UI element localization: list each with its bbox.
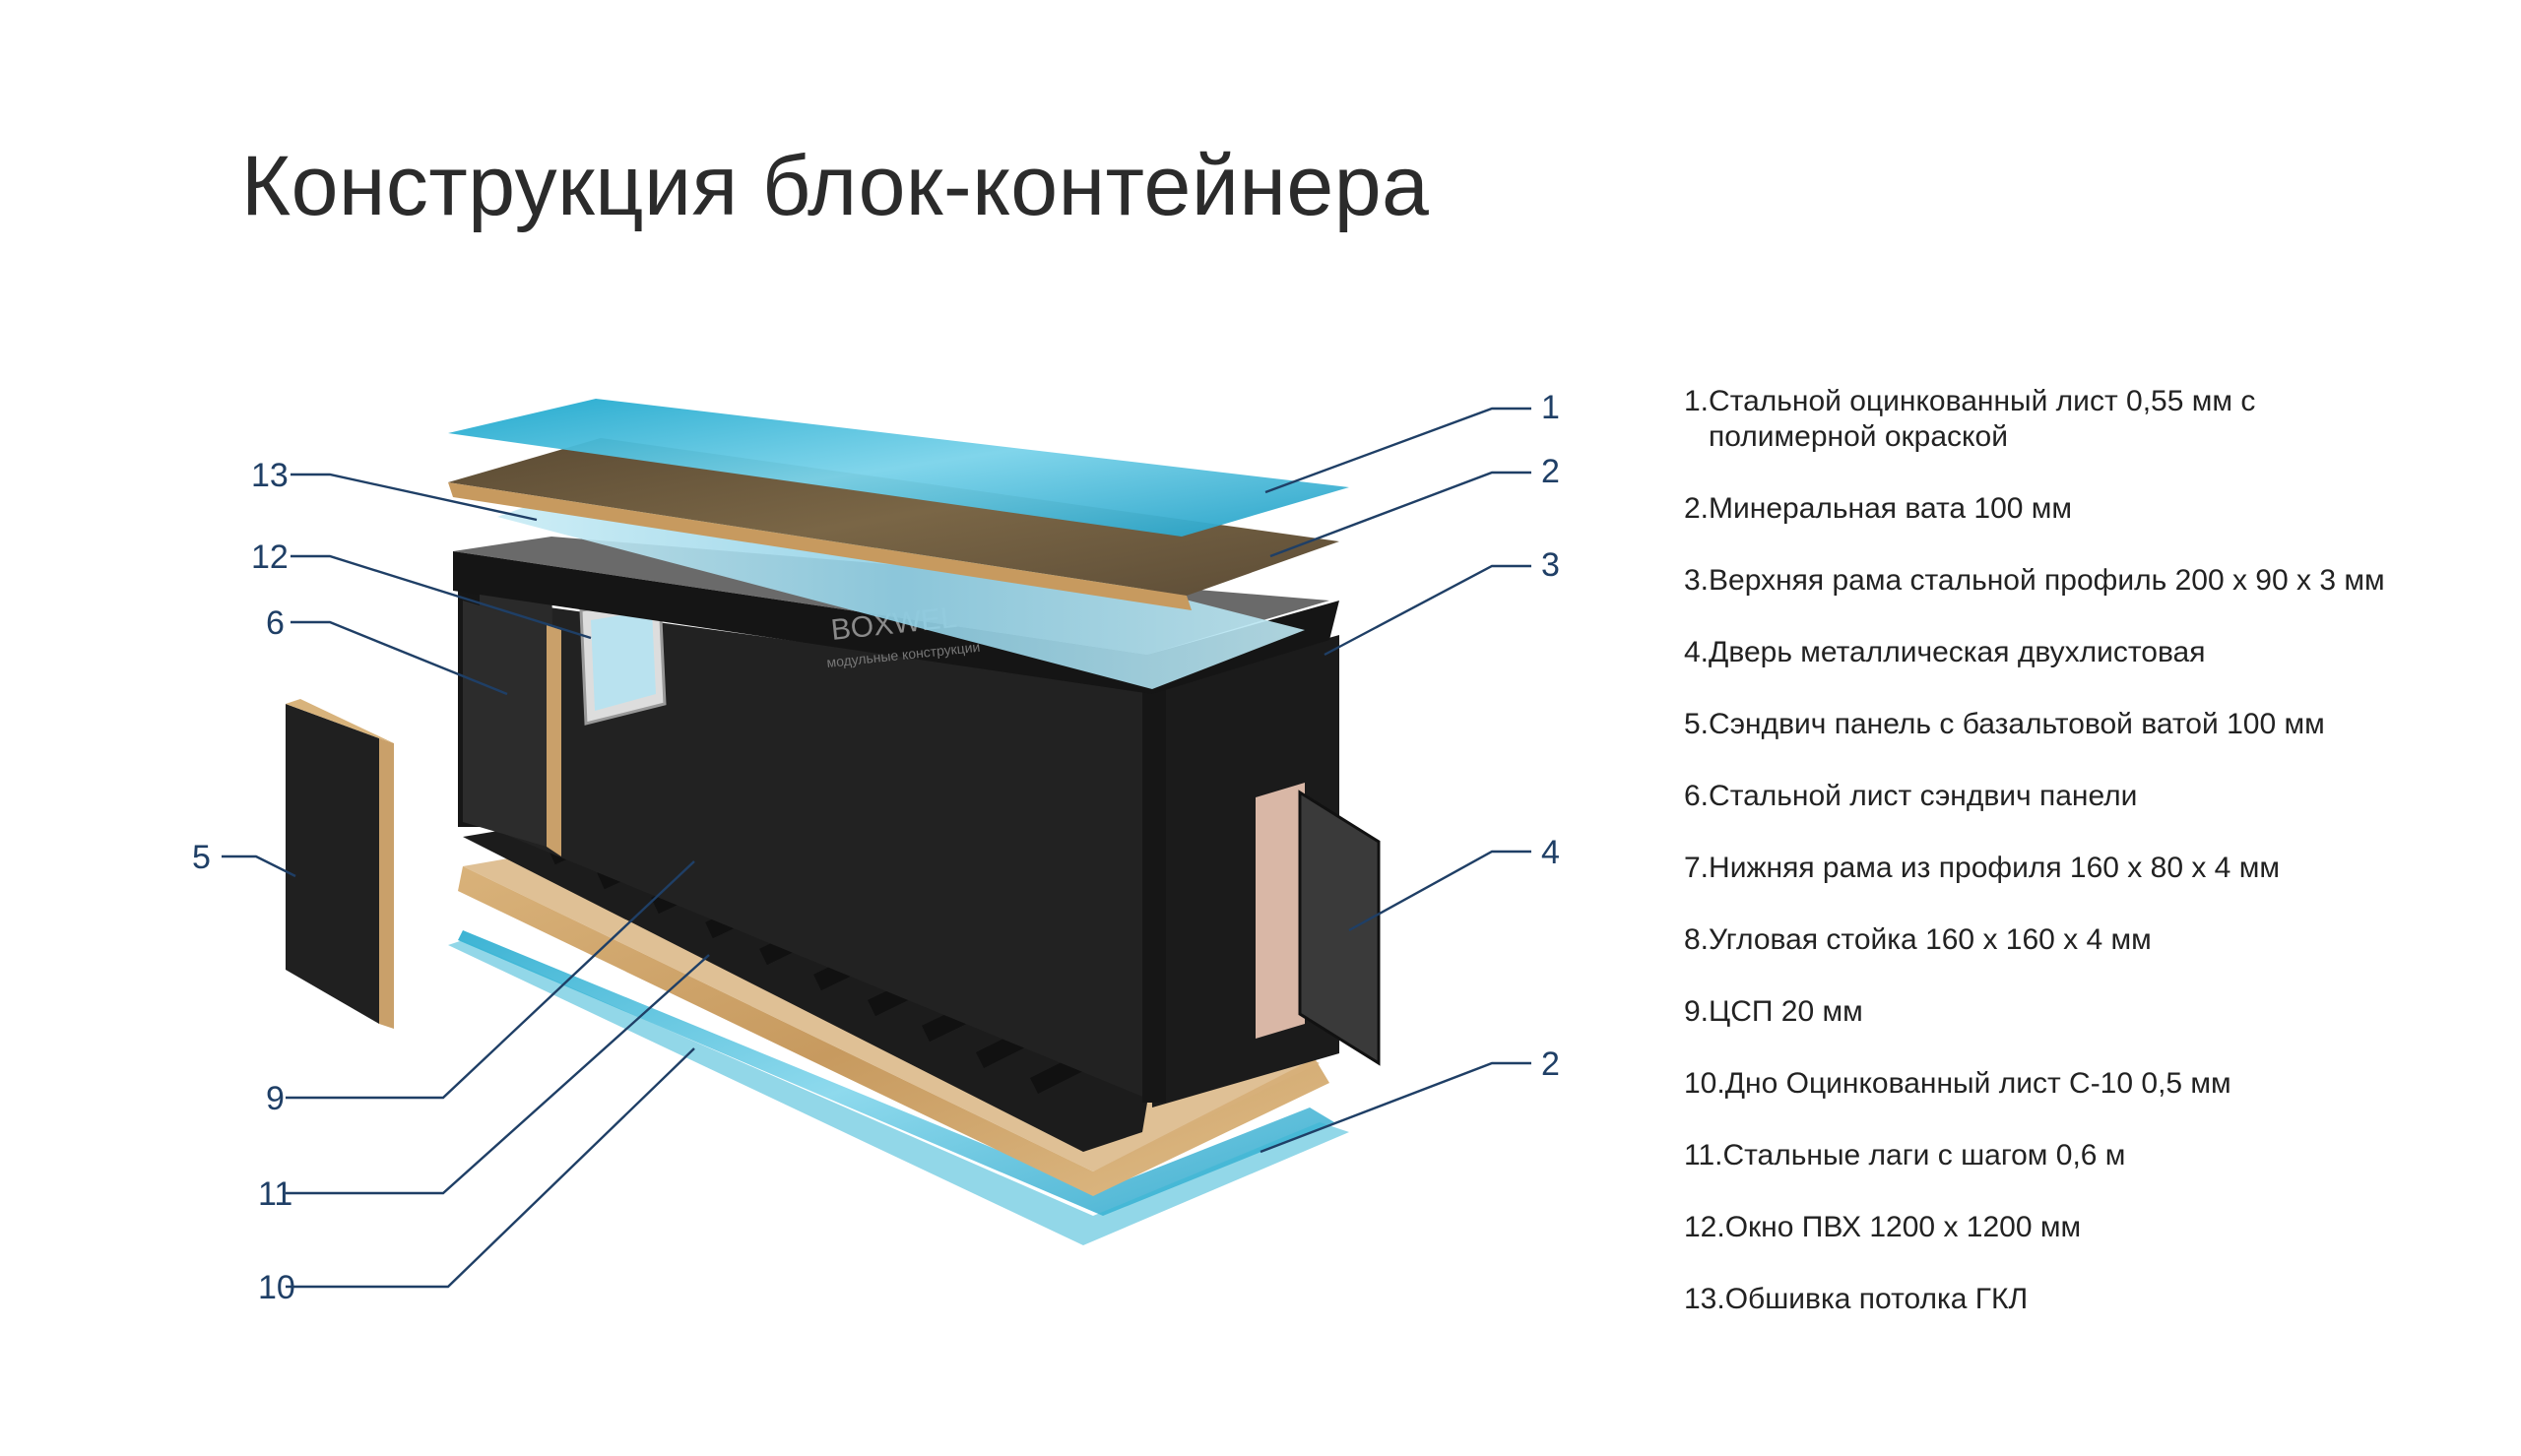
legend-item-4: 4.Дверь металлическая двухлистовая — [1684, 635, 2491, 670]
callout-2-top: 2 — [1541, 453, 1560, 490]
legend-item-3: 3.Верхняя рама стальной профиль 200 х 90… — [1684, 563, 2491, 599]
callout-2-bottom: 2 — [1541, 1045, 1560, 1083]
legend-item-10: 10.Дно Оцинкованный лист С-10 0,5 мм — [1684, 1066, 2491, 1102]
sandwich-panel-edge — [379, 738, 394, 1029]
sandwich-panel — [286, 704, 379, 1024]
legend-item-6: 6.Стальной лист сэндвич панели — [1684, 779, 2491, 814]
legend-item-2: 2.Минеральная вата 100 мм — [1684, 491, 2491, 527]
corner-post-right — [1142, 689, 1166, 1103]
legend-item-8: 8.Угловая стойка 160 х 160 х 4 мм — [1684, 922, 2491, 958]
callout-3: 3 — [1541, 546, 1560, 584]
callout-10: 10 — [258, 1269, 295, 1306]
legend-item-7: 7.Нижняя рама из профиля 160 х 80 х 4 мм — [1684, 851, 2491, 886]
callout-11: 11 — [258, 1175, 292, 1213]
legend-item-9: 9.ЦСП 20 мм — [1684, 994, 2491, 1030]
callout-13: 13 — [251, 457, 289, 494]
door-leaf — [1300, 792, 1379, 1063]
legend-item-1: 1.Стальной оцинкованный лист 0,55 мм с п… — [1684, 384, 2491, 455]
wall-steel-sheet — [463, 601, 547, 847]
callout-1: 1 — [1541, 389, 1560, 426]
legend-item-11: 11.Стальные лаги с шагом 0,6 м — [1684, 1138, 2491, 1173]
door-frame — [1256, 783, 1305, 1039]
legend-item-5: 5.Сэндвич панель с базальтовой ватой 100… — [1684, 707, 2491, 742]
callout-9: 9 — [266, 1080, 285, 1117]
window-glass — [591, 610, 656, 711]
legend-item-13: 13.Обшивка потолка ГКЛ — [1684, 1282, 2491, 1317]
callout-5: 5 — [192, 839, 211, 876]
legend: 1.Стальной оцинкованный лист 0,55 мм с п… — [1684, 384, 2491, 1354]
legend-item-12: 12.Окно ПВХ 1200 х 1200 мм — [1684, 1210, 2491, 1245]
wall-steel-sheet-edge — [547, 625, 561, 856]
callout-12: 12 — [251, 538, 289, 576]
callout-4: 4 — [1541, 834, 1560, 871]
callout-6: 6 — [266, 604, 285, 642]
